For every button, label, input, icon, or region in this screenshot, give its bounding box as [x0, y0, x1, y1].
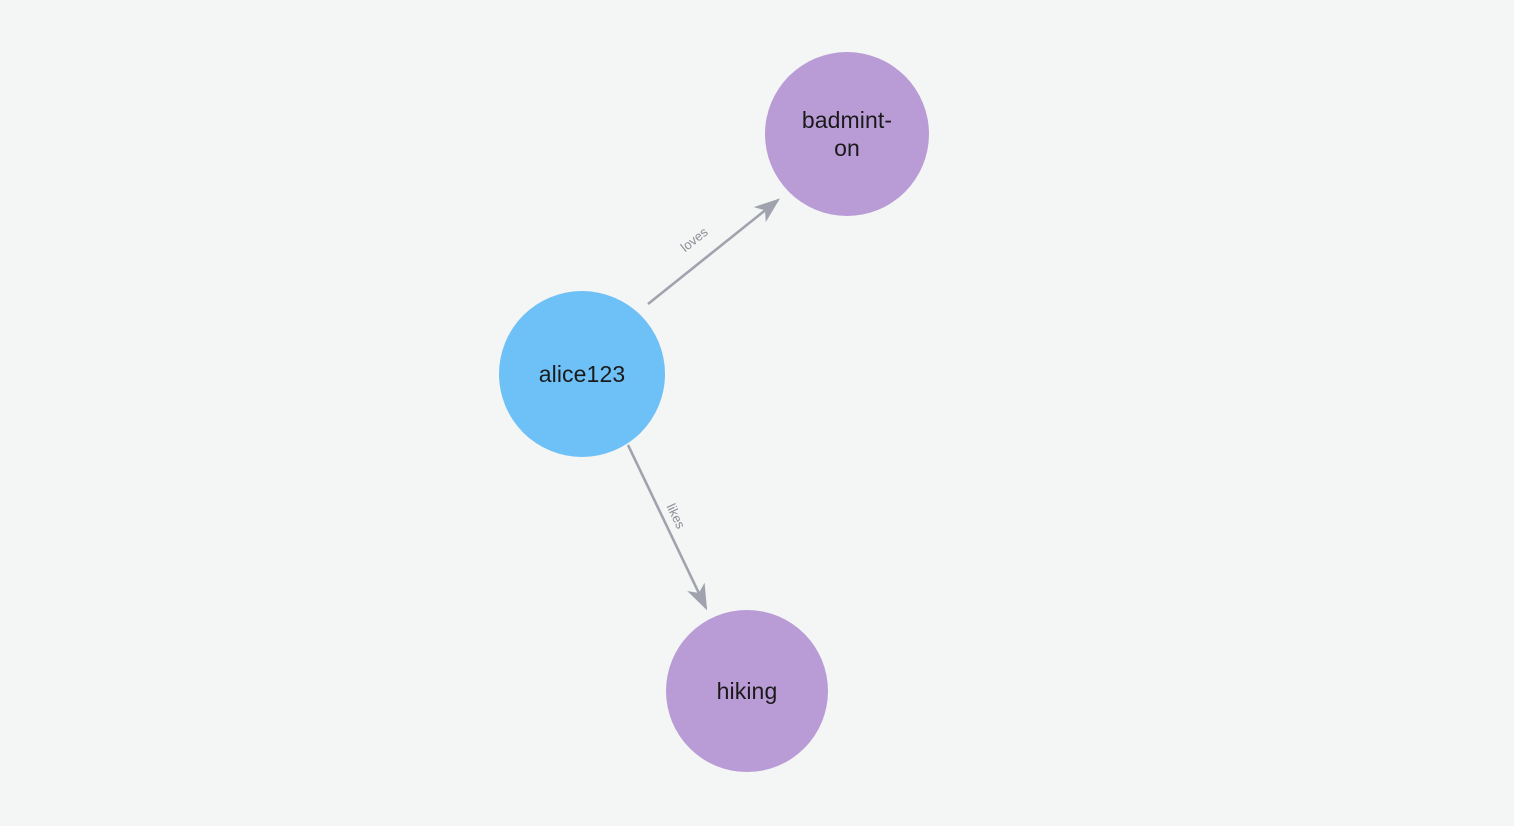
- edge-label-loves: loves: [678, 224, 711, 255]
- edge-alice123-loves-badminton[interactable]: loves: [647, 198, 781, 306]
- edge-alice123-likes-hiking[interactable]: likes: [626, 444, 708, 611]
- edge-line: [647, 198, 781, 306]
- graph-node-alice123[interactable]: alice123: [499, 291, 665, 457]
- graph-node-label: hiking: [716, 678, 778, 704]
- edge-line: [626, 444, 708, 611]
- graph-node-badminton[interactable]: badmint- on: [765, 52, 929, 216]
- graph-node-label: alice123: [538, 361, 626, 387]
- graph-node-hiking[interactable]: hiking: [666, 610, 828, 772]
- graph-node-label: badmint- on: [801, 107, 893, 161]
